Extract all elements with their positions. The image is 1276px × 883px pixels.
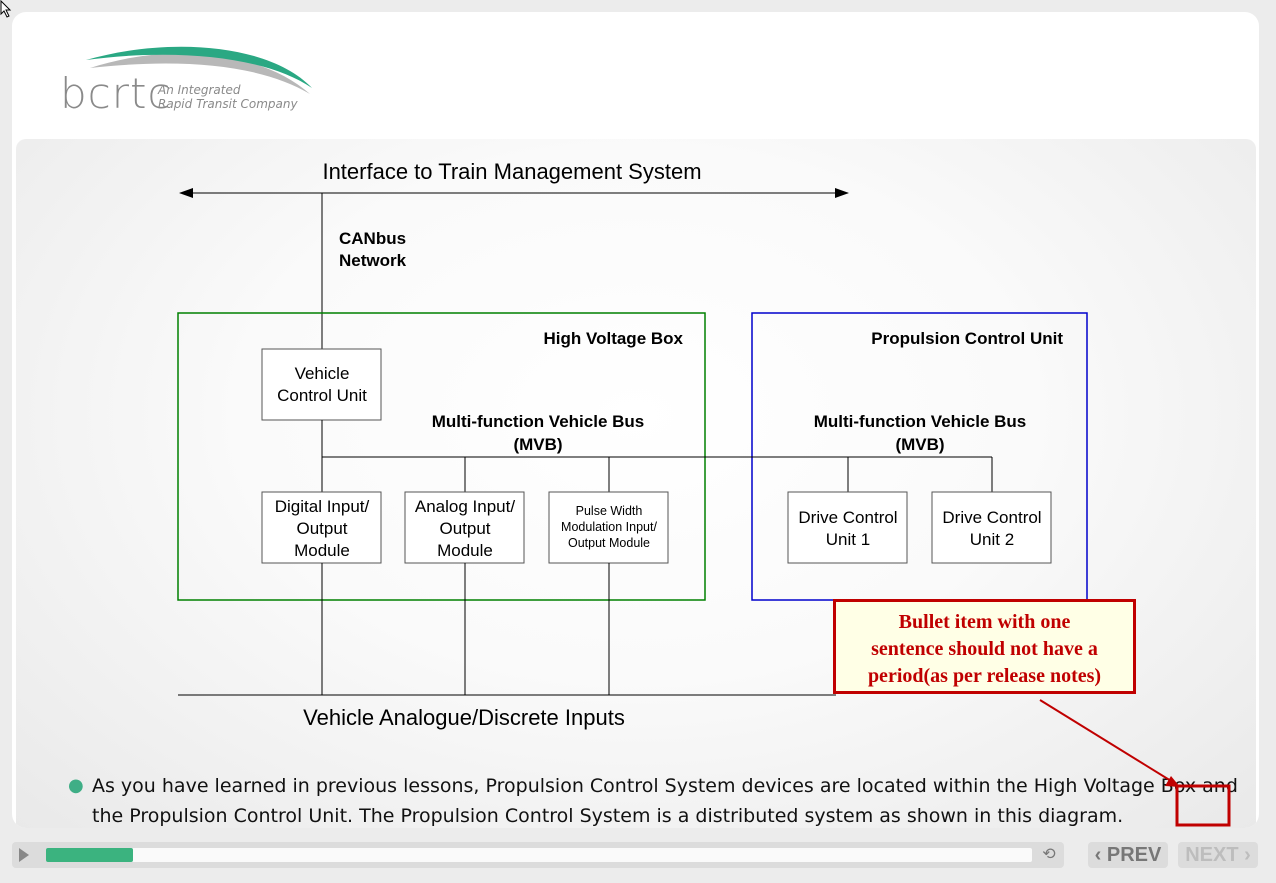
dcu2-label-line1: Drive Control <box>942 508 1041 527</box>
progress-track[interactable] <box>46 848 1032 862</box>
prev-button-label: PREV <box>1106 844 1162 866</box>
chevron-right-icon: › <box>1244 844 1251 866</box>
replay-icon[interactable]: ⟲ <box>1042 846 1056 863</box>
pwm-label-line1: Pulse Width <box>576 504 643 518</box>
aio-label-line1: Analog Input/ <box>415 497 515 516</box>
playback-bar: ⟲ <box>12 842 1064 868</box>
bcrtc-logo: bcrtc An Integrated Rapid Transit Compan… <box>60 46 312 118</box>
content-area: Interface to Train Management System CAN… <box>16 139 1256 828</box>
mvb-right-label-line2: (MVB) <box>895 435 944 454</box>
pwm-label-line3: Output Module <box>568 536 650 550</box>
logo-swoosh-green <box>86 46 312 88</box>
tms-interface-label: Interface to Train Management System <box>322 159 701 184</box>
mouse-cursor-icon <box>0 0 12 18</box>
aio-label-line2: Output <box>439 519 490 538</box>
aio-label-line3: Module <box>437 541 493 560</box>
vehicle-inputs-label: Vehicle Analogue/Discrete Inputs <box>303 705 625 730</box>
dcu1-label-line1: Drive Control <box>798 508 897 527</box>
drive-control-unit-2-box <box>931 491 1052 564</box>
bullet-dot-icon: ● <box>68 775 84 796</box>
play-icon[interactable] <box>19 848 29 862</box>
logo-tagline-line1: An Integrated <box>157 83 241 97</box>
mvb-left-label-line2: (MVB) <box>513 435 562 454</box>
bullet-text: As you have learned in previous lessons,… <box>92 775 1238 827</box>
canbus-label-line2: Network <box>339 251 407 270</box>
mvb-right-label-line1: Multi-function Vehicle Bus <box>814 412 1027 431</box>
dcu1-label-line2: Unit 1 <box>826 530 870 549</box>
dio-label-line2: Output <box>296 519 347 538</box>
dcu2-label-line2: Unit 2 <box>970 530 1014 549</box>
pwm-io-module-box <box>548 491 669 564</box>
digital-io-module-box <box>261 491 382 564</box>
propulsion-control-unit-title: Propulsion Control Unit <box>871 329 1063 348</box>
logo-tagline-line2: Rapid Transit Company <box>158 97 298 111</box>
vehicle-control-unit-box <box>261 348 382 421</box>
callout-line2: sentence should not have a <box>871 638 1098 660</box>
progress-fill <box>46 848 133 862</box>
chevron-left-icon: ‹ <box>1094 844 1102 866</box>
propulsion-system-diagram: Interface to Train Management System CAN… <box>177 159 1088 730</box>
dio-label-line3: Module <box>294 541 350 560</box>
analog-io-module-box <box>404 491 525 564</box>
logo-swoosh-gray <box>90 53 310 94</box>
dio-label-line1: Digital Input/ <box>275 497 370 516</box>
pwm-label-line2: Modulation Input/ <box>561 520 657 534</box>
vcu-label-line2: Control Unit <box>277 386 367 405</box>
review-callout: Bullet item with one sentence should not… <box>833 599 1136 694</box>
next-button-label: NEXT <box>1185 844 1239 866</box>
canbus-label-line1: CANbus <box>339 229 406 248</box>
mvb-left-label-line1: Multi-function Vehicle Bus <box>432 412 645 431</box>
prev-button[interactable]: ‹ PREV <box>1088 842 1168 868</box>
vcu-label-line1: Vehicle <box>295 364 350 383</box>
callout-line3: period(as per release notes) <box>867 665 1102 687</box>
logo-brand-text: bcrtc <box>60 69 172 118</box>
callout-line1: Bullet item with one <box>898 611 1071 633</box>
slide-panel: bcrtc An Integrated Rapid Transit Compan… <box>12 12 1259 828</box>
high-voltage-box-title: High Voltage Box <box>544 329 684 348</box>
drive-control-unit-1-box <box>787 491 908 564</box>
next-button[interactable]: NEXT › <box>1178 842 1258 868</box>
